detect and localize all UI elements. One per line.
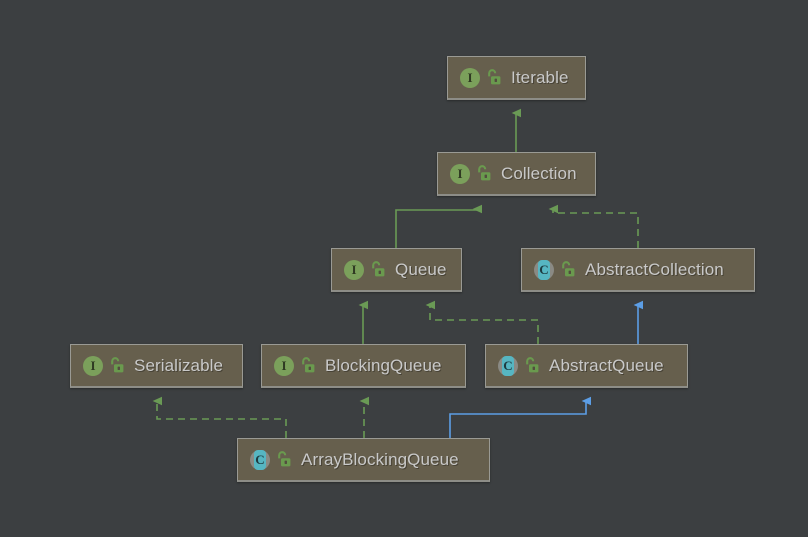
class-icon: C [533,259,555,281]
node-queue[interactable]: Queue [331,248,462,292]
public-lock-icon [560,260,576,280]
node-label: Iterable [511,67,569,87]
node-icon-group [459,67,502,89]
node-abstractcollection[interactable]: C AbstractCollection [521,248,755,292]
public-lock-icon [370,260,386,280]
edge-arrayblockingqueue-abstractqueue [449,396,591,438]
edge-abstractcollection-collection [548,204,639,248]
interface-icon [343,259,365,281]
node-collection[interactable]: Collection [437,152,596,196]
public-lock-icon [276,450,292,470]
node-icon-group: C [497,355,540,377]
node-serializable[interactable]: Serializable [70,344,243,388]
interface-icon [459,67,481,89]
node-icon-group [343,259,386,281]
interface-icon [82,355,104,377]
class-icon: C [249,449,271,471]
node-arrayblockingqueue[interactable]: C ArrayBlockingQueue [237,438,490,482]
node-icon-group [82,355,125,377]
edge-queue-collection [395,204,482,248]
edge-arrayblockingqueue-serializable [152,396,287,438]
public-lock-icon [109,356,125,376]
node-label: AbstractCollection [585,259,724,279]
interface-icon [449,163,471,185]
node-icon-group: C [249,449,292,471]
public-lock-icon [476,164,492,184]
public-lock-icon [300,356,316,376]
node-icon-group: C [533,259,576,281]
node-icon-group [273,355,316,377]
node-label: BlockingQueue [325,355,442,375]
public-lock-icon [486,68,502,88]
node-label: AbstractQueue [549,355,664,375]
class-icon: C [497,355,519,377]
node-icon-group [449,163,492,185]
node-label: ArrayBlockingQueue [301,449,459,469]
node-label: Serializable [134,355,224,375]
interface-icon [273,355,295,377]
node-blockingqueue[interactable]: BlockingQueue [261,344,466,388]
public-lock-icon [524,356,540,376]
node-label: Queue [395,259,447,279]
node-iterable[interactable]: Iterable [447,56,586,100]
edge-abstractqueue-queue [425,300,539,344]
node-label: Collection [501,163,577,183]
node-abstractqueue[interactable]: C AbstractQueue [485,344,688,388]
